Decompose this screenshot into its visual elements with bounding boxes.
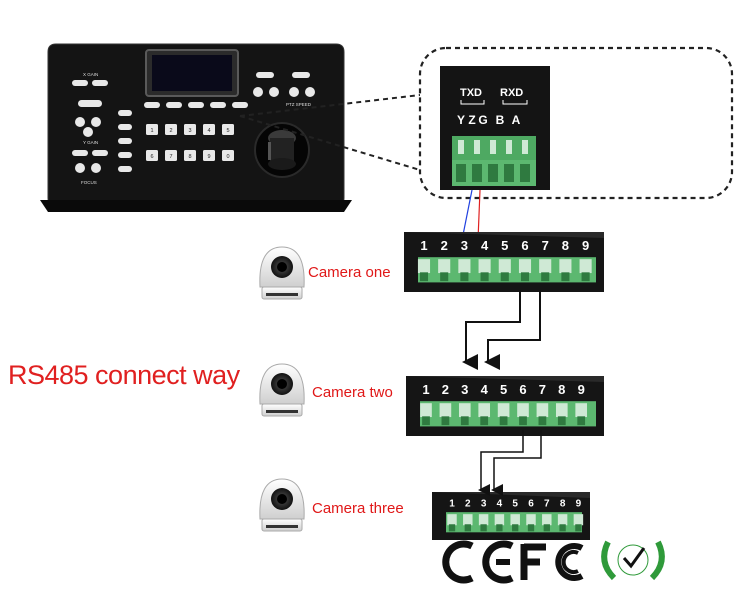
terminal-pin-number: 9 [576, 498, 582, 509]
terminal-screw [495, 514, 504, 525]
terminal-pin-number: 6 [521, 238, 528, 253]
svg-text:7: 7 [169, 154, 172, 160]
svg-text:0: 0 [226, 154, 229, 160]
svg-text:Z: Z [468, 113, 475, 127]
svg-text:9: 9 [207, 154, 210, 160]
terminal-screw [580, 259, 592, 273]
svg-text:2: 2 [169, 128, 172, 134]
terminal-pin-number: 5 [512, 498, 518, 509]
terminal-screw [537, 403, 549, 417]
terminal-screw [542, 514, 551, 525]
terminal-pin-number: 5 [501, 238, 508, 253]
txd-label: TXD [460, 87, 482, 99]
terminal-pin-number: 5 [500, 382, 507, 397]
svg-text:B: B [496, 113, 505, 127]
x-gain-label: X GAIN [83, 72, 98, 77]
terminal-screw [418, 259, 430, 273]
svg-text:A: A [512, 113, 521, 127]
fc-logo [524, 544, 582, 580]
terminal-screw [575, 403, 587, 417]
terminal-screw [438, 259, 450, 273]
y-gain-label: Y GAIN [83, 140, 98, 145]
terminal-screw [556, 403, 568, 417]
rohs-logo [604, 542, 662, 578]
terminal-screw [440, 403, 452, 417]
rxd-label: RXD [500, 87, 523, 99]
svg-text:Y: Y [457, 113, 465, 127]
ptz-controller: X GAIN Y GAIN FOCUS [40, 44, 352, 212]
svg-text:3: 3 [188, 128, 191, 134]
svg-text:G: G [478, 113, 487, 127]
terminal-screw [539, 259, 551, 273]
terminal-screw [574, 514, 583, 525]
terminal-screw [517, 403, 529, 417]
terminal-screw [478, 403, 490, 417]
terminal-screw [499, 259, 511, 273]
terminal-screw [458, 259, 470, 273]
ce-logo [446, 544, 512, 580]
terminal-pin-number: 9 [578, 382, 585, 397]
terminal-screw [479, 259, 491, 273]
joystick [255, 123, 309, 177]
terminal-pin-number: 6 [528, 498, 534, 509]
terminal-pin-number: 6 [519, 382, 526, 397]
camera-three-icon [260, 479, 304, 531]
terminal-pin-number: 9 [582, 238, 589, 253]
svg-text:1: 1 [150, 128, 153, 134]
terminal-pin-number: 7 [542, 238, 549, 253]
terminal-pin-number: 8 [560, 498, 566, 509]
terminal-pin-number: 3 [461, 382, 468, 397]
camera-two-icon [260, 364, 304, 416]
terminal-pin-number: 8 [558, 382, 565, 397]
terminal-screw [479, 514, 488, 525]
terminal-pin-number: 4 [481, 238, 489, 253]
focus-label: FOCUS [81, 180, 97, 185]
terminal-pin-number: 3 [461, 238, 468, 253]
terminal-screw [459, 403, 471, 417]
terminal-screw [498, 403, 510, 417]
camera-one-icon [260, 247, 304, 299]
terminal-pin-number: 7 [544, 498, 550, 509]
terminal-pin-number: 2 [442, 382, 449, 397]
svg-text:4: 4 [207, 128, 210, 134]
terminal-pin-number: 4 [481, 382, 489, 397]
svg-text:8: 8 [188, 154, 191, 160]
terminal-screw [559, 259, 571, 273]
terminal-pin-number: 1 [449, 498, 455, 509]
terminal-pin-number: 4 [497, 498, 503, 509]
terminal-pin-number: 3 [481, 498, 487, 509]
terminal-screw [526, 514, 535, 525]
terminal-screw [519, 259, 531, 273]
ptz-speed-label: PTZ SPEED [286, 102, 312, 107]
terminal-screw [447, 514, 456, 525]
terminal-pin-number: 2 [441, 238, 448, 253]
terminal-pin-number: 1 [420, 238, 427, 253]
terminal-pin-number: 7 [539, 382, 546, 397]
terminal-screw [463, 514, 472, 525]
terminal-pin-number: 8 [562, 238, 569, 253]
terminal-pin-number: 1 [422, 382, 429, 397]
terminal-screw [420, 403, 432, 417]
svg-text:6: 6 [150, 154, 153, 160]
svg-text:5: 5 [226, 128, 229, 134]
terminal-screw [510, 514, 519, 525]
terminal-screw [558, 514, 567, 525]
terminal-pin-number: 2 [465, 498, 471, 509]
